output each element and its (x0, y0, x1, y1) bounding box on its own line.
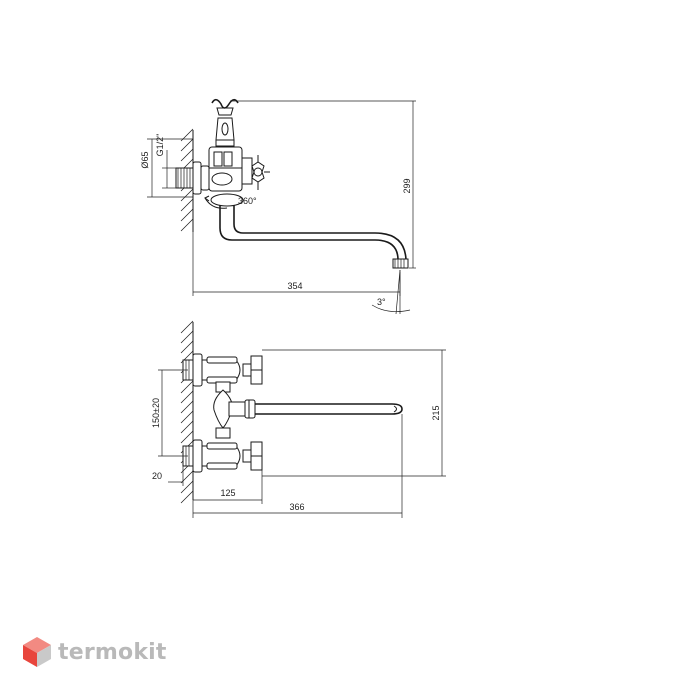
side-view: Ø65 G1/2" 360° 299 354 3° (140, 98, 416, 315)
valve-reach-label: 125 (220, 488, 235, 498)
dim-thread: G1/2" (155, 134, 177, 189)
spout-top (219, 205, 409, 269)
dim-rotation: 360° (238, 196, 257, 206)
dim-height-front: 215 (262, 349, 446, 477)
central-body (213, 381, 256, 439)
front-view: 150±20 215 20 125 366 (151, 320, 446, 518)
dim-wall-offset: 20 (152, 466, 184, 486)
valve-body-top (208, 146, 253, 192)
wall-connector-top (175, 161, 210, 195)
cube-icon (23, 637, 51, 667)
termokit-logo: termokit (22, 636, 167, 668)
lower-valve (182, 439, 263, 473)
spout-length-label: 366 (289, 502, 304, 512)
height-label-top: 299 (402, 178, 412, 193)
swivel-base (204, 193, 244, 209)
centers-label: 150±20 (151, 398, 161, 428)
dim-tilt: 3° (371, 269, 411, 315)
upper-valve (182, 353, 263, 387)
diameter-label: Ø65 (140, 151, 150, 168)
spout-front (255, 403, 403, 415)
shower-holder (211, 98, 239, 147)
tilt-label: 3° (377, 297, 386, 307)
cross-handle-top (251, 155, 270, 190)
dim-valve-reach: 125 (193, 470, 263, 504)
height-label-front: 215 (431, 405, 441, 420)
rotation-label: 360° (238, 196, 257, 206)
dim-height-top: 299 (230, 100, 416, 269)
wall-offset-label: 20 (152, 471, 162, 481)
dim-spout-length: 366 (192, 414, 403, 518)
logo-wordmark: termokit (58, 639, 167, 665)
dim-centers: 150±20 (151, 369, 188, 457)
dim-spout-reach: 354 (192, 232, 401, 296)
thread-label: G1/2" (155, 134, 165, 157)
spout-reach-label: 354 (287, 281, 302, 291)
dim-diameter: Ø65 (140, 138, 193, 198)
